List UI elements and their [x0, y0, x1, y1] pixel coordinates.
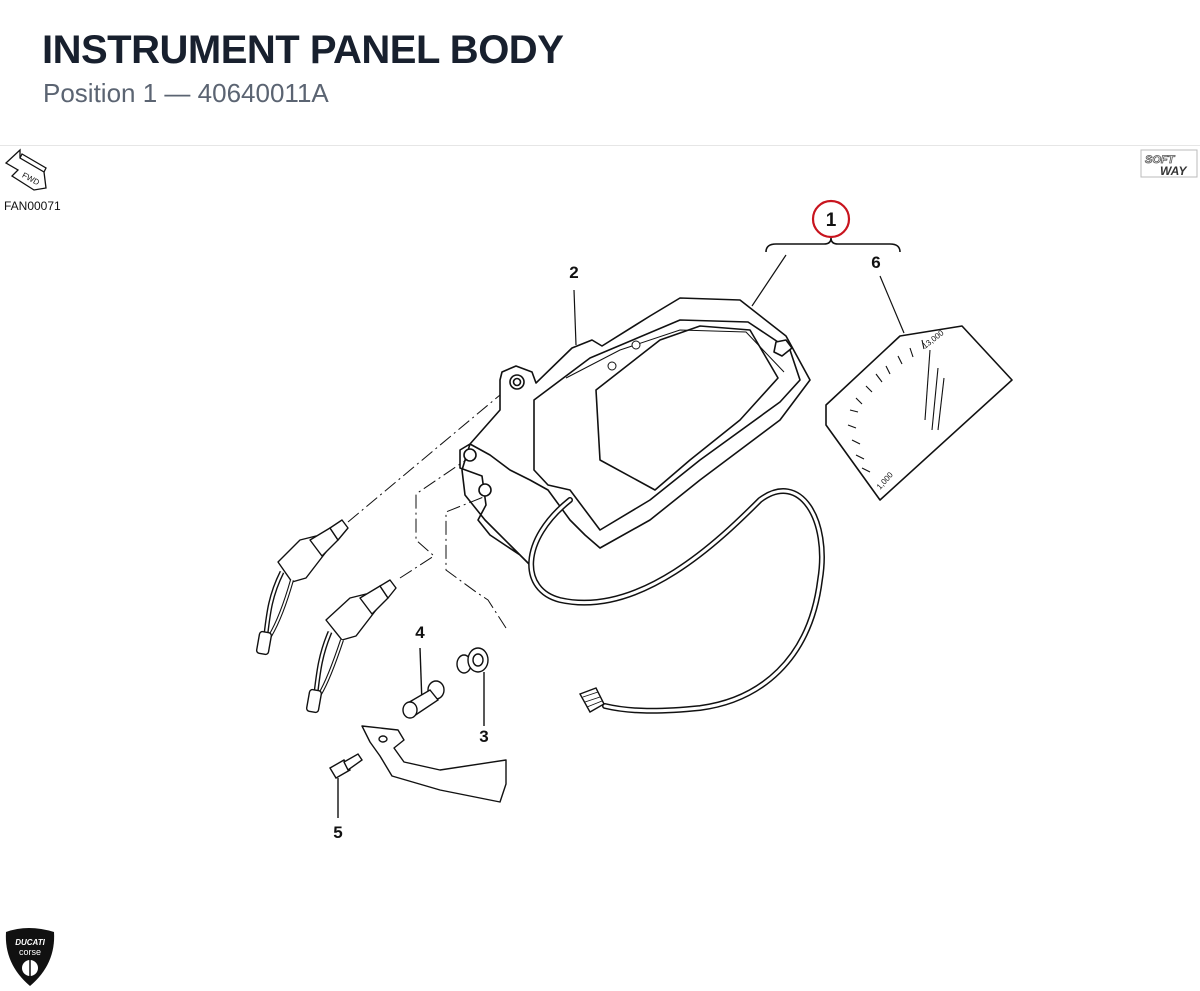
callout-6: 6 [871, 253, 905, 334]
highlight-ring [811, 199, 851, 239]
spacer: 4 [402, 623, 445, 719]
bulb-holder-lower [305, 579, 397, 714]
subtitle-position: Position 1 [43, 78, 158, 108]
figure-code: FAN00071 [4, 199, 61, 213]
bulb-holder-upper [255, 519, 349, 656]
dial-face: 13,000 1,000 [825, 325, 1013, 501]
callout-6-label: 6 [871, 253, 880, 272]
fwd-arrow-icon: FWD [4, 148, 47, 191]
subtitle-separator: — [164, 78, 191, 108]
page-header: INSTRUMENT PANEL BODY Position 1 — 40640… [0, 0, 1200, 146]
callout-1: 1 [751, 199, 901, 307]
speedometer-cable [528, 488, 825, 714]
ducati-corse-logo: DUCATI corse [5, 928, 55, 986]
softway-top-text: SOFT [1145, 154, 1176, 166]
ducati-logo-text: DUCATI [15, 938, 45, 947]
callout-5-label: 5 [333, 823, 342, 842]
callout-2-label: 2 [569, 263, 578, 282]
softway-bottom-text: WAY [1160, 164, 1187, 178]
mounting-bracket [361, 725, 507, 803]
callout-1-label: 1 [826, 210, 837, 231]
callout-4-label: 4 [415, 623, 425, 642]
screw: 5 [329, 753, 363, 842]
alignment-lines [347, 394, 507, 629]
subtitle-part-number: 40640011A [197, 78, 329, 108]
page-subtitle: Position 1 — 40640011A [43, 78, 329, 109]
softway-logo: SOFT WAY [1140, 149, 1198, 178]
instrument-bezel [459, 297, 811, 566]
corse-logo-text: corse [19, 947, 41, 957]
page-title: INSTRUMENT PANEL BODY [42, 28, 564, 72]
callout-2: 2 [569, 263, 579, 346]
grommet: 3 [456, 647, 489, 746]
callout-3-label: 3 [479, 727, 488, 746]
